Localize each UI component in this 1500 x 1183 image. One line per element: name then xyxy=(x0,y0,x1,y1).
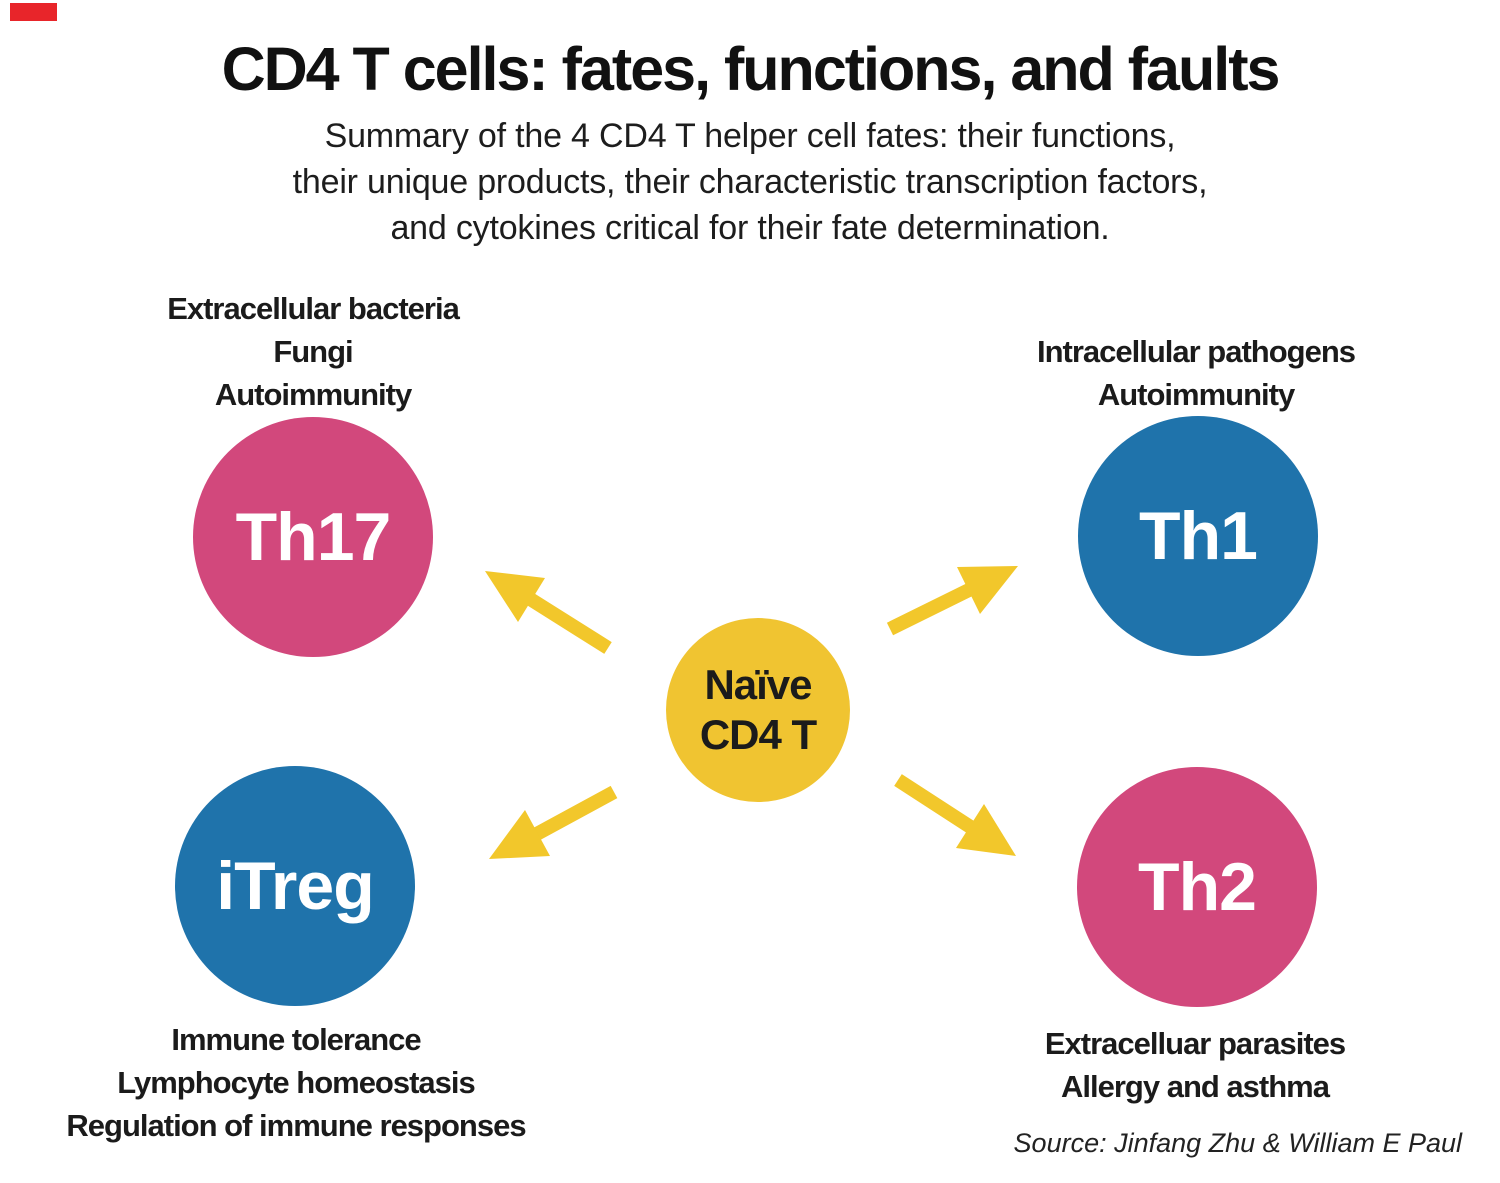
itreg-annotations: Immune tolerance Lymphocyte homeostasis … xyxy=(0,1018,592,1147)
th1-label: Th1 xyxy=(1139,498,1258,574)
annotation-line: Fungi xyxy=(273,334,353,369)
arrow-to-th2 xyxy=(894,774,1016,856)
annotation-line: Intracellular pathogens xyxy=(1036,334,1356,369)
annotation-line: Autoimmunity xyxy=(214,377,412,412)
th1-circle: Th1 xyxy=(1078,416,1318,656)
source-credit: Source: Jinfang Zhu & William E Paul xyxy=(1013,1128,1462,1158)
subtitle-line: Summary of the 4 CD4 T helper cell fates… xyxy=(324,117,1176,155)
annotation-line: Regulation of immune responses xyxy=(66,1108,526,1143)
th2-label: Th2 xyxy=(1138,849,1257,925)
red-corner-marker xyxy=(10,3,57,21)
itreg-label: iTreg xyxy=(216,848,374,924)
annotation-line: Lymphocyte homeostasis xyxy=(117,1065,476,1100)
naive-label-line: CD4 T xyxy=(699,711,817,758)
annotation-line: Extracelluar parasites xyxy=(1044,1026,1346,1061)
th17-circle: Th17 xyxy=(193,417,433,657)
naive-cd4t-label: Naïve CD4 T xyxy=(699,660,817,760)
th1-annotations: Intracellular pathogens Autoimmunity xyxy=(896,330,1496,416)
subtitle-line: their unique products, their characteris… xyxy=(292,163,1208,201)
page-title: CD4 T cells: fates, functions, and fault… xyxy=(221,35,1281,103)
annotation-line: Allergy and asthma xyxy=(1061,1069,1330,1104)
naive-cd4t-circle: Naïve CD4 T xyxy=(666,618,850,802)
th2-circle: Th2 xyxy=(1077,767,1317,1007)
subtitle-line: and cytokines critical for their fate de… xyxy=(390,209,1110,247)
th17-annotations: Extracellular bacteria Fungi Autoimmunit… xyxy=(13,287,613,416)
annotation-line: Extracellular bacteria xyxy=(167,291,460,326)
itreg-circle: iTreg xyxy=(175,766,415,1006)
arrow-to-itreg xyxy=(489,785,618,859)
th17-label: Th17 xyxy=(235,499,392,575)
annotation-line: Autoimmunity xyxy=(1097,377,1295,412)
annotation-line: Immune tolerance xyxy=(171,1022,421,1057)
arrow-to-th1 xyxy=(886,566,1018,636)
naive-label-line: Naïve xyxy=(704,661,812,708)
page-subtitle: Summary of the 4 CD4 T helper cell fates… xyxy=(0,113,1500,251)
arrow-to-th17 xyxy=(485,571,612,654)
th2-annotations: Extracelluar parasites Allergy and asthm… xyxy=(895,1022,1495,1108)
